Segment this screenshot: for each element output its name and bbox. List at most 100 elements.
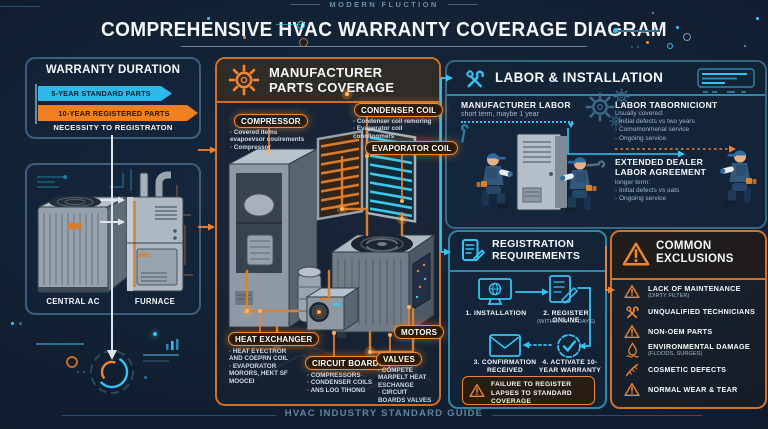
standard-parts-arrow: 5-YEAR STANDARD PARTS — [38, 86, 172, 101]
water-drop-icon — [626, 342, 639, 358]
extended-dealer-intro: longer term: — [615, 179, 651, 186]
decor-ring — [667, 43, 673, 49]
decor-dot — [11, 322, 14, 325]
decor-dot — [646, 41, 649, 44]
manufacturer-labor-title: MANUFACTURER LABOR — [461, 100, 571, 110]
decor-ring — [297, 21, 305, 29]
labor-connectors — [461, 124, 736, 168]
exclusions-header: COMMON EXCLUSIONS — [612, 232, 765, 280]
monitor-icon — [478, 278, 512, 305]
document-pencil-icon — [462, 239, 485, 262]
exclusion-item-label: NON-OEM PARTS — [648, 327, 713, 336]
valves-label: VALVES — [376, 352, 423, 366]
decor-ring — [66, 356, 78, 368]
compressor-bullet: Covered items evapoevsor couirements — [230, 129, 312, 144]
exclusion-item-label: COSMETIC DEFECTS — [648, 365, 727, 374]
circuit-decor — [37, 169, 132, 191]
step4-label: 4. ACTIVATE 10-YEAR WARRANTY — [538, 359, 602, 375]
decor-dot — [153, 332, 157, 336]
exclusion-item-label: ENVIRONMENTAL DAMAGE — [648, 342, 750, 351]
compressor-label: COMPRESSOR — [234, 114, 308, 128]
registration-note: NECESSITY TO REGISTRATON — [53, 123, 173, 132]
decor-ring — [683, 33, 691, 41]
exclusions-panel: COMMON EXCLUSIONS LACK OF MAINTENANCE (D… — [610, 230, 767, 409]
valves-bullet: CIRCUIT BOARDS VALVES — [378, 389, 436, 404]
decor-line — [143, 354, 179, 356]
footer-label: HVAC INDUSTRY STANDARD GUIDE — [284, 408, 484, 419]
bar-chart-decor — [166, 339, 179, 350]
decor-line — [276, 24, 302, 25]
gauge-decor — [90, 350, 134, 394]
registration-flow — [478, 275, 591, 358]
registration-warning-text: FAILURE TO REGISTER LAPSES TO STANDARD C… — [491, 381, 572, 406]
leader-nodes — [258, 149, 411, 337]
extended-dealer-bullet: Ongoing service — [615, 195, 679, 203]
envelope-icon — [489, 334, 521, 357]
furnace-label: FURNACE — [134, 297, 176, 306]
title-eyebrow: MODERN FLUCTION — [329, 0, 439, 9]
decor-dot — [676, 26, 679, 29]
warranty-duration-panel: WARRANTY DURATION 5-YEAR STANDARD PARTS … — [25, 57, 201, 139]
parts-coverage-title: MANUFACTURER PARTS COVERAGE — [269, 65, 395, 95]
decor-slider-line — [616, 30, 660, 32]
crossed-tools-icon — [625, 305, 640, 319]
warning-triangle-icon — [469, 383, 485, 398]
title-underline — [181, 46, 587, 47]
eyebrow-dash-right — [447, 4, 478, 5]
decor-dot — [744, 45, 746, 47]
glow-nodes — [241, 88, 408, 358]
central-ac-drawing — [37, 195, 128, 294]
check-circle-icon — [557, 334, 581, 358]
registered-parts-arrow: 10-YEAR REGISTERED PARTS — [38, 105, 198, 121]
decor-dot — [163, 29, 165, 31]
equipment-panel: CENTRAL AC FURNACE — [25, 163, 201, 315]
warning-triangle-icon — [624, 382, 640, 397]
parts-coverage-header: MANUFACTURER PARTS COVERAGE — [217, 59, 439, 103]
condenser-coil-drawing — [316, 129, 364, 221]
central-ac-label: CENTRAL AC — [46, 297, 100, 306]
decor-dot — [19, 322, 22, 325]
registration-title: REGISTRATION REQUIREMENTS — [492, 238, 581, 263]
condenser-bullet: Evaperator coil conolloomers — [353, 125, 437, 140]
warning-triangle-icon — [622, 242, 650, 266]
decor-line — [0, 6, 40, 7]
down-arrowhead — [568, 123, 574, 128]
mini-chart-widget — [697, 68, 755, 93]
heat-exchanger-label: HEAT EXCHANGER — [228, 332, 320, 346]
step2-sublabel: (WITHIN 60-00 DAYS) — [537, 319, 595, 325]
warranty-duration-title: WARRANTY DURATION — [45, 64, 181, 76]
circuit-boards-bullet: ANS LOG TIHONG — [307, 387, 373, 394]
registration-warning-box: FAILURE TO REGISTER LAPSES TO STANDARD C… — [462, 376, 595, 405]
circuit-boards-bullet: CONDENSER COILS — [307, 379, 373, 386]
page-title: COMPREHENSIVE HVAC WARRANTY COVERAGE DIA… — [100, 19, 667, 41]
decor-dot — [652, 12, 654, 14]
scratch-icon — [625, 363, 639, 377]
footer-line-right — [492, 415, 702, 416]
warning-triangle-icon — [624, 324, 640, 339]
register-doc-icon — [549, 275, 579, 305]
decor-dot — [83, 371, 85, 373]
compressor-bullet: Compressor — [230, 144, 312, 151]
condenser-bullet: Condenser coil remoring — [353, 118, 437, 125]
exclusion-item-label: LACK OF MAINTENANCE — [648, 284, 741, 293]
registration-header: REGISTRATION REQUIREMENTS — [450, 232, 605, 272]
decor-dot — [631, 46, 633, 48]
equipment-illustration — [37, 169, 193, 294]
motors-label: MOTORS — [394, 325, 445, 339]
decor-dot — [144, 376, 147, 379]
furnace-drawing — [126, 171, 184, 292]
exclusion-item-label: NORMAL WEAR & TEAR — [648, 385, 738, 394]
labor-panel: LABOR & INSTALLATION MANUFACTURER LABOR … — [445, 60, 767, 229]
exclusions-title: COMMON EXCLUSIONS — [656, 240, 734, 265]
step2-label: 2. REGISTER ONLINE — [543, 310, 589, 324]
parts-coverage-panel: MANUFACTURER PARTS COVERAGE — [215, 57, 459, 406]
labor-covered-bullet: Comomonmerial service — [615, 126, 695, 134]
labor-covered-bullet: Initial defects vs two years — [615, 118, 695, 126]
extended-dealer-bullet: Initial defects vs oats — [615, 187, 679, 195]
leader-lines — [259, 114, 410, 357]
technician-figure — [476, 153, 514, 209]
technician-figure — [719, 150, 757, 206]
registration-panel: REGISTRATION REQUIREMENTS — [448, 230, 607, 409]
labor-covered-intro: Usually covered: — [615, 110, 664, 117]
